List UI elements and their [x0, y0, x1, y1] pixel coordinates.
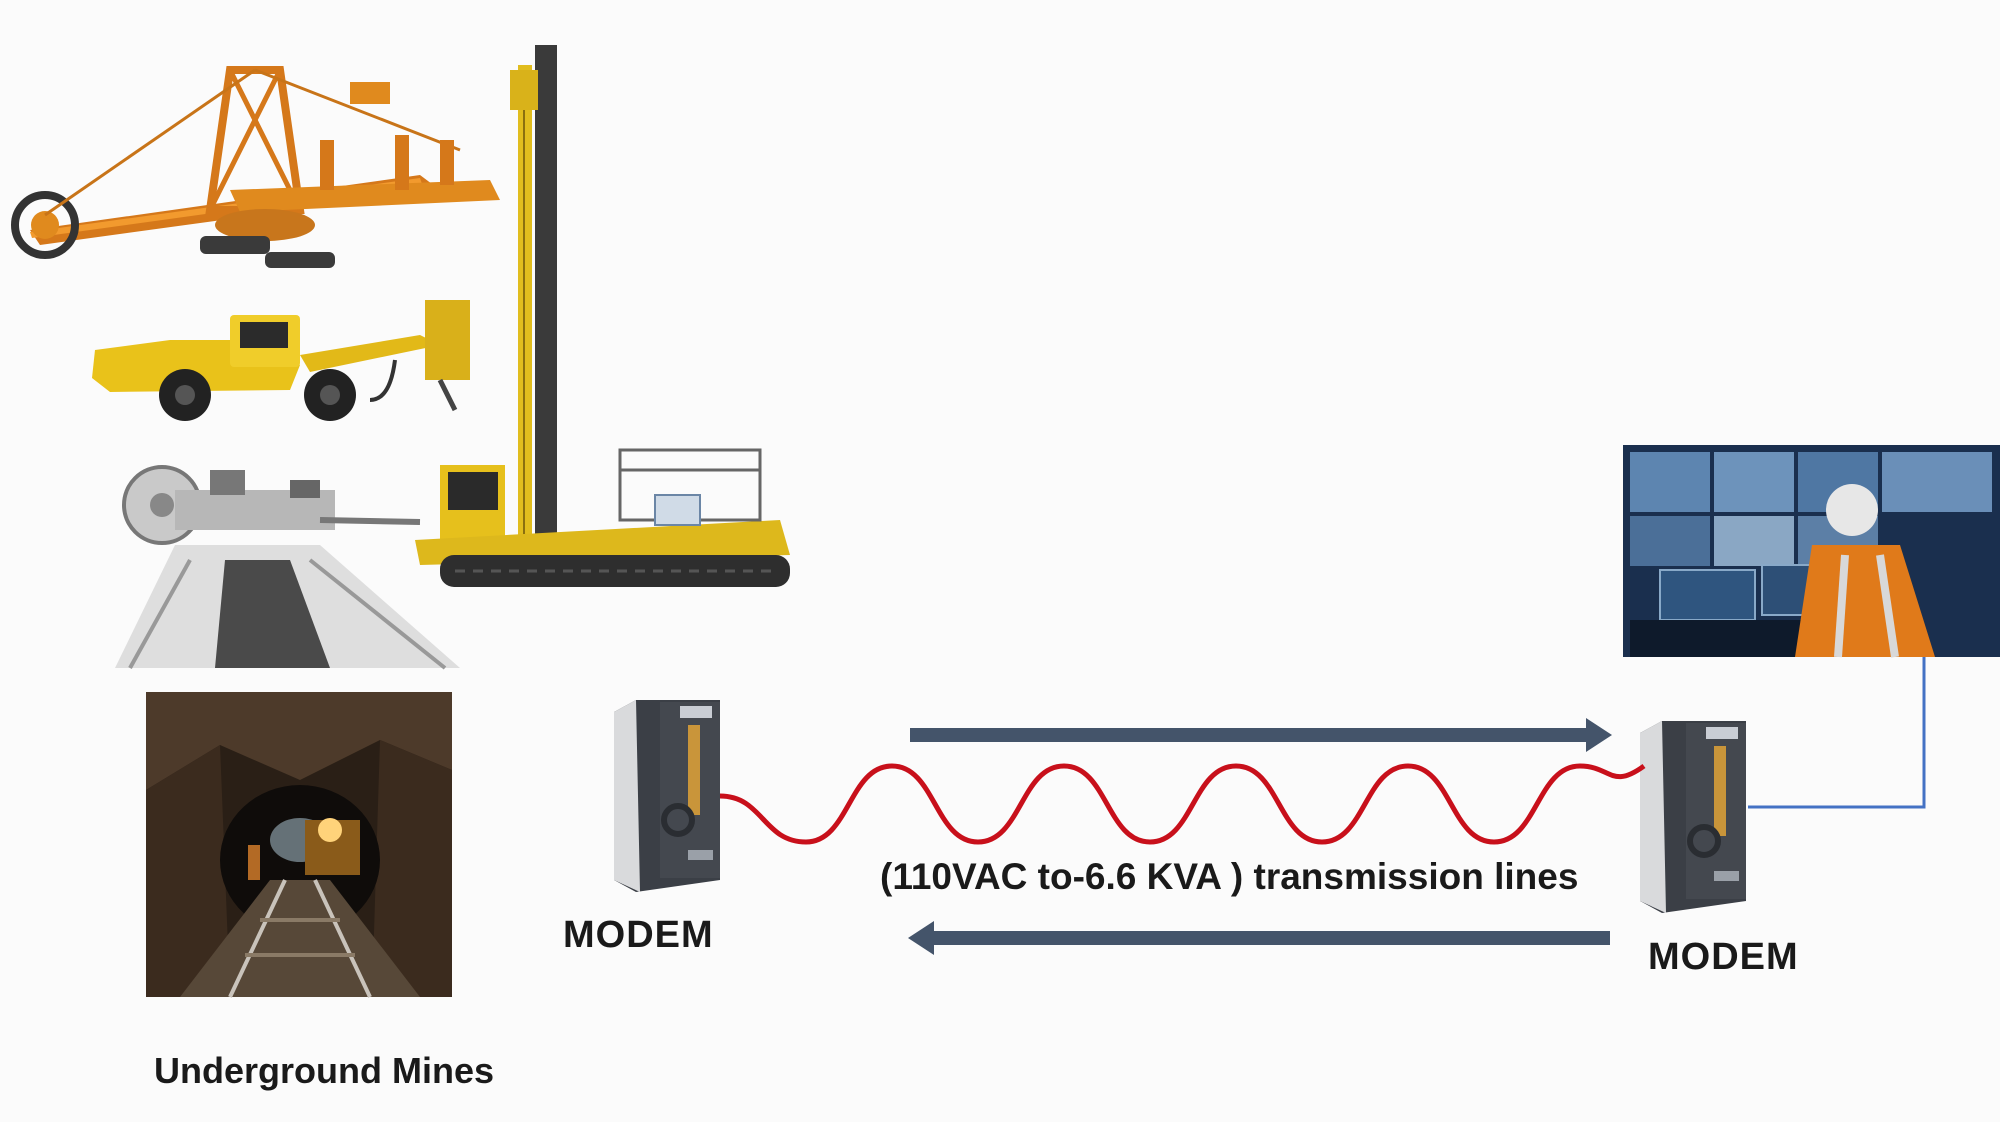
modem-left-icon [614, 700, 720, 892]
transmission-line-wave [719, 763, 1646, 845]
modem-left-label: MODEM [563, 914, 714, 956]
arrow-left-icon [908, 921, 1610, 955]
control-room-operator-icon [1623, 445, 2000, 658]
underground-mines-label: Underground Mines [154, 1050, 494, 1091]
modem-right-icon [1640, 721, 1746, 913]
ethernet-link-line [1748, 657, 1926, 809]
conveyor-belt-icon [115, 465, 460, 670]
modem-right-label: MODEM [1648, 936, 1799, 978]
arrow-right-icon [910, 718, 1612, 752]
underground-drill-loader-icon [92, 300, 470, 421]
bucket-wheel-excavator-icon [11, 66, 500, 268]
transmission-line-label: (110VAC to-6.6 KVA ) transmission lines [880, 856, 1579, 897]
drill-rig-icon [415, 45, 790, 587]
underground-mine-tunnel-icon [146, 692, 452, 998]
